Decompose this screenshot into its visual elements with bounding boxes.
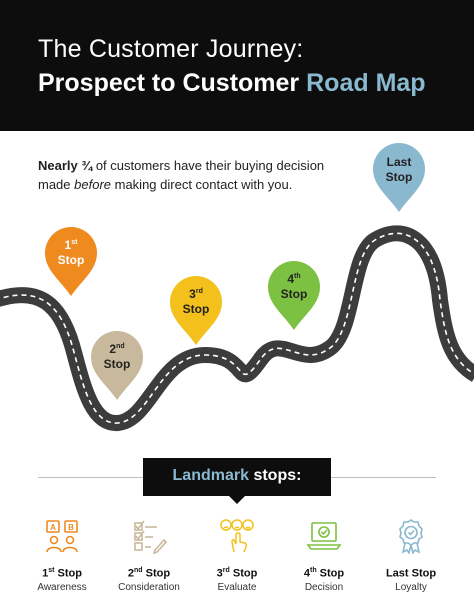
landmark-rest: stops: <box>249 467 302 484</box>
title-line-2: Prospect to Customer Road Map <box>38 69 426 98</box>
road-center-line <box>0 232 474 424</box>
stop-evaluate: 3rd Stop Evaluate <box>192 518 282 593</box>
stop-decision: 4th Stop Decision <box>279 518 369 593</box>
pin-2-num: 2 <box>109 342 116 356</box>
ab-speech-icon: A B <box>46 520 78 553</box>
pin-2nd-stop: 2nd Stop <box>91 330 143 400</box>
svg-text:3rd: 3rd <box>189 287 203 301</box>
pin-4-sup: th <box>294 273 301 280</box>
stop-consideration: 2nd Stop Consideration <box>104 518 194 593</box>
pin-4-word: Stop <box>281 287 308 301</box>
pin-1st-stop: 1st Stop <box>45 227 97 296</box>
stop-4-sub: Decision <box>304 581 344 593</box>
title-main: Prospect to Customer <box>38 69 300 97</box>
stop-awareness: A B 1st Stop Awareness <box>17 518 107 593</box>
stop-3-sub: Evaluate <box>217 581 257 593</box>
title-line-1: The Customer Journey: <box>38 35 304 63</box>
pin-last-line1: Last <box>387 155 412 169</box>
pin-last-line2: Stop <box>386 170 413 184</box>
stop-loyalty: Last Stop Loyalty <box>366 518 456 593</box>
header-banner: The Customer Journey: Prospect to Custom… <box>0 0 474 131</box>
pin-last-stop: Last Stop <box>373 143 425 212</box>
landmark-stops-banner: Landmark stops: <box>143 458 331 504</box>
svg-text:2nd: 2nd <box>109 342 124 356</box>
pin-4th-stop: 4th Stop <box>268 261 320 330</box>
intro-bold: Nearly ¾ <box>38 158 93 173</box>
divider-right <box>331 477 436 478</box>
checklist-icon <box>134 520 168 555</box>
intro-text-2: making direct contact with you. <box>111 177 293 192</box>
pin-1-sup: st <box>71 239 78 246</box>
divider-left <box>38 477 143 478</box>
stop-5-sub: Loyalty <box>395 581 427 593</box>
svg-text:1st: 1st <box>65 238 79 252</box>
banner-pointer <box>229 496 245 504</box>
pin-1-word: Stop <box>58 253 85 267</box>
stop-2-sub: Consideration <box>118 581 180 593</box>
rating-faces-icon <box>220 519 254 553</box>
svg-text:B: B <box>68 523 74 532</box>
pin-2-sup: nd <box>116 343 125 350</box>
pin-3-sup: rd <box>196 288 203 295</box>
intro-paragraph: Nearly ¾ of customers have their buying … <box>38 156 358 194</box>
pin-3-word: Stop <box>183 302 210 316</box>
stop-1-sub: Awareness <box>37 581 87 593</box>
svg-text:4th: 4th <box>287 272 300 286</box>
pin-2-word: Stop <box>104 357 131 371</box>
intro-text-1: of customers have their buying decision … <box>38 158 325 192</box>
svg-text:A: A <box>50 523 56 532</box>
title-accent: Road Map <box>306 69 426 97</box>
pin-4-num: 4 <box>287 272 294 286</box>
intro-italic: before <box>74 177 112 192</box>
pin-1-num: 1 <box>65 238 72 252</box>
laptop-check-icon <box>306 522 342 550</box>
pin-3-num: 3 <box>189 287 196 301</box>
pin-3rd-stop: 3rd Stop <box>170 276 222 345</box>
landmark-accent: Landmark <box>172 467 249 484</box>
award-ribbon-icon <box>399 519 423 555</box>
